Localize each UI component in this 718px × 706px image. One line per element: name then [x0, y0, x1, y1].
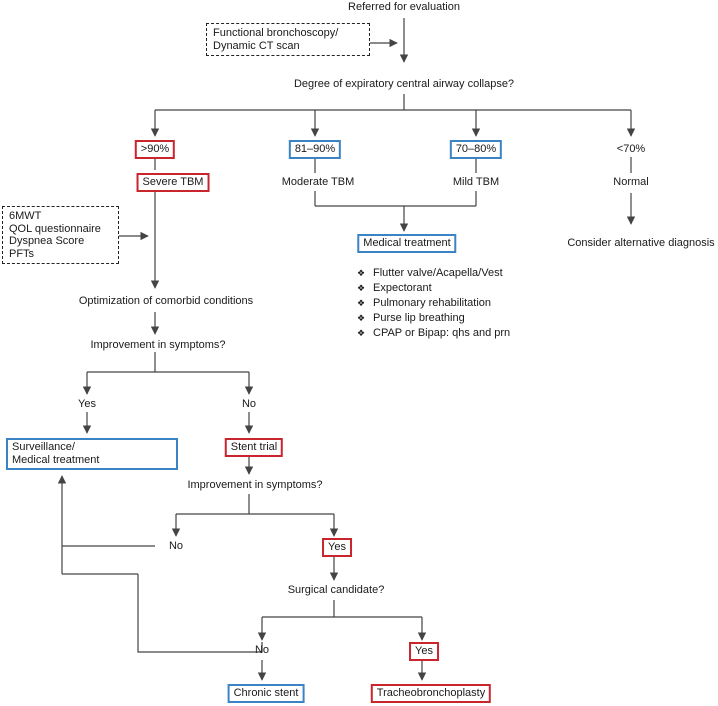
no-label-3: No [254, 644, 270, 656]
stent-trial-box: Stent trial [224, 438, 284, 457]
bullet-text: CPAP or Bipap: qhs and prn [373, 327, 511, 339]
medical-treatment-box: Medical treatment [357, 234, 457, 253]
list-item: ❖ Purse lip breathing [357, 311, 510, 326]
list-item: ❖ CPAP or Bipap: qhs and prn [357, 326, 510, 341]
assessment-box: 6MWT QOL questionnaire Dyspnea Score PFT… [2, 206, 119, 264]
list-item: ❖ Pulmonary rehabilitation [357, 296, 510, 311]
tracheobronchoplasty-box: Tracheobronchoplasty [370, 684, 492, 703]
assessment-pfts: PFTs [9, 247, 35, 260]
optimization-label: Optimization of comorbid conditions [78, 295, 254, 307]
assessment-qol: QOL questionnaire [9, 222, 101, 235]
pct-gt90-box: >90% [134, 140, 176, 159]
surgical-candidate-question: Surgical candidate? [287, 584, 385, 596]
severe-tbm-box: Severe TBM [136, 173, 210, 192]
pct-81-90-box: 81–90% [288, 140, 342, 159]
referred-label: Referred for evaluation [348, 1, 460, 13]
diamond-bullet-icon: ❖ [357, 328, 366, 338]
assessment-dyspnea: Dyspnea Score [9, 235, 85, 247]
mild-tbm-label: Mild TBM [452, 176, 500, 188]
diamond-bullet-icon: ❖ [357, 313, 366, 323]
surveillance-line-1: Surveillance/ [12, 441, 75, 453]
pct-70-80-box: 70–80% [449, 140, 503, 159]
surveillance-line-2: Medical treatment [12, 454, 100, 466]
arrow-no2-back-to-surveillance [57, 475, 155, 574]
yes-box-2: Yes [322, 538, 352, 557]
consider-alternative-label: Consider alternative diagnosis [567, 237, 715, 249]
moderate-tbm-label: Moderate TBM [281, 176, 355, 188]
list-item: ❖ Expectorant [357, 281, 510, 296]
diamond-bullet-icon: ❖ [357, 268, 366, 278]
functional-line-1: Functional bronchoscopy/ [213, 27, 339, 39]
yes-box-3: Yes [409, 642, 439, 661]
bullet-text: Pulmonary rehabilitation [373, 297, 492, 309]
bullet-text: Expectorant [373, 282, 432, 294]
bullet-text: Flutter valve/Acapella/Vest [373, 267, 503, 279]
no-label-1: No [241, 398, 257, 410]
normal-label: Normal [613, 176, 649, 188]
yes-label-1: Yes [78, 398, 96, 410]
bullet-text: Purse lip breathing [373, 312, 465, 324]
no-label-2: No [168, 540, 184, 552]
functional-bronchoscopy-box: Functional bronchoscopy/ Dynamic CT scan [206, 23, 370, 56]
diamond-bullet-icon: ❖ [357, 283, 366, 293]
line-no3-join-left-loop [137, 574, 263, 653]
improvement-question-2: Improvement in symptoms? [187, 479, 323, 491]
assessment-6mwt: 6MWT [9, 210, 42, 222]
improvement-question-1: Improvement in symptoms? [90, 339, 226, 351]
pct-lt70-label: <70% [616, 143, 646, 155]
list-item: ❖ Flutter valve/Acapella/Vest [357, 266, 510, 281]
diamond-bullet-icon: ❖ [357, 298, 366, 308]
medical-treatment-list: ❖ Flutter valve/Acapella/Vest ❖ Expectoran… [357, 266, 510, 341]
degree-question: Degree of expiratory central airway coll… [293, 78, 515, 90]
functional-line-2: Dynamic CT scan [213, 39, 300, 52]
chronic-stent-box: Chronic stent [227, 684, 305, 703]
surveillance-box: Surveillance/ Medical treatment [6, 438, 178, 470]
